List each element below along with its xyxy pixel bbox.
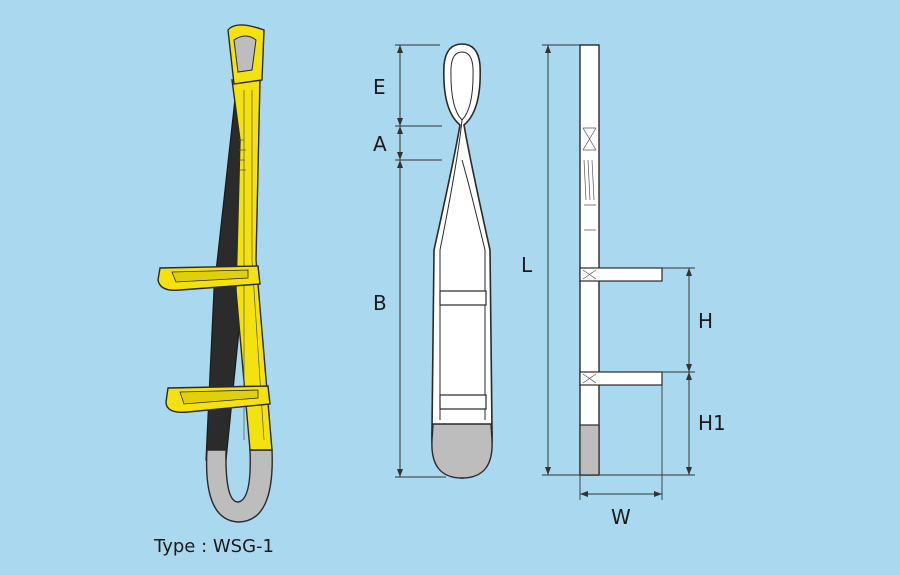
dim-label-h: H: [698, 309, 713, 333]
dim-label-l: L: [521, 253, 533, 277]
front-view-step-upper: [439, 290, 487, 306]
side-view-step-lower: [579, 371, 663, 386]
sling-step-upper-inner: [171, 269, 249, 283]
front-view-outline: [431, 43, 493, 479]
type-caption: Type : WSG-1: [153, 536, 274, 557]
side-view-step-stitching: [582, 269, 597, 384]
sling-stitching: [239, 90, 265, 441]
sling-bottom-eye: [205, 449, 273, 523]
sling-top-eye-inner: [233, 35, 257, 73]
sling-step-lower-inner: [179, 389, 259, 405]
side-view-bottom-sleeve: [579, 424, 600, 476]
front-view-bottom-eye: [431, 423, 493, 479]
dim-label-e: E: [373, 75, 386, 99]
dim-label-w: W: [611, 505, 631, 529]
dim-label-h1: H1: [698, 411, 726, 435]
dim-label-a: A: [373, 132, 387, 156]
side-view-stitching: [582, 127, 597, 231]
dim-label-b: B: [373, 291, 387, 315]
dim-arrows-h: [686, 268, 692, 475]
side-view-strap: [579, 44, 600, 476]
sling-illustration: Type : WSG-1: [153, 24, 274, 557]
front-view-step-lower: [439, 394, 487, 410]
front-view-drawing: E A B: [373, 43, 493, 479]
dim-arrows-middle: [397, 45, 403, 477]
side-view-step-upper: [579, 267, 663, 282]
front-view-inner: [439, 51, 486, 420]
side-view-drawing: L H H1 W: [521, 44, 726, 529]
